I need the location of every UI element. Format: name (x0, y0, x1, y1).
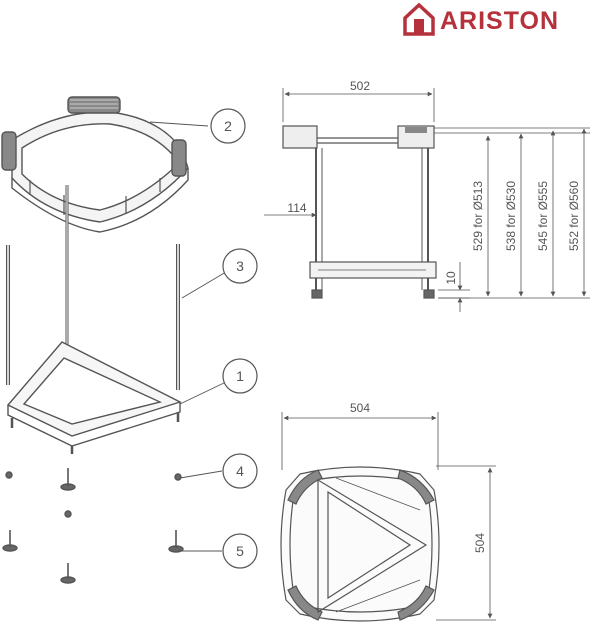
side-dimensions (264, 88, 590, 312)
svg-text:5: 5 (236, 543, 244, 559)
dim-10: 10 (444, 271, 458, 285)
dim-502: 502 (350, 79, 370, 93)
callout-4: 4 (222, 453, 258, 489)
side-view (282, 125, 590, 299)
brand-logo: ARISTON (402, 0, 600, 40)
svg-text:3: 3 (236, 258, 244, 274)
callout-3: 3 (222, 248, 258, 284)
svg-text:1: 1 (236, 368, 244, 384)
dim-504-depth: 504 (473, 533, 487, 553)
svg-text:2: 2 (224, 118, 232, 134)
callout-2: 2 (210, 108, 246, 144)
dim-height-560: 552 for Ø560 (567, 181, 581, 251)
house-icon (403, 2, 435, 36)
dim-114: 114 (287, 201, 306, 215)
leg-part (6, 244, 180, 390)
fasteners (2, 468, 184, 584)
top-view (280, 466, 440, 622)
brand-name: ARISTON (440, 7, 560, 35)
base-part (6, 341, 182, 454)
ring-part (1, 96, 189, 233)
callout-5: 5 (222, 533, 258, 569)
dim-height-555: 545 for Ø555 (536, 181, 550, 251)
top-dimensions (281, 412, 496, 621)
callout-1: 1 (222, 358, 258, 394)
dim-height-513: 529 for Ø513 (471, 181, 485, 251)
svg-text:4: 4 (236, 463, 244, 479)
dim-504-width: 504 (350, 401, 370, 415)
exploded-view (1, 96, 227, 584)
dim-height-530: 538 for Ø530 (504, 181, 518, 251)
